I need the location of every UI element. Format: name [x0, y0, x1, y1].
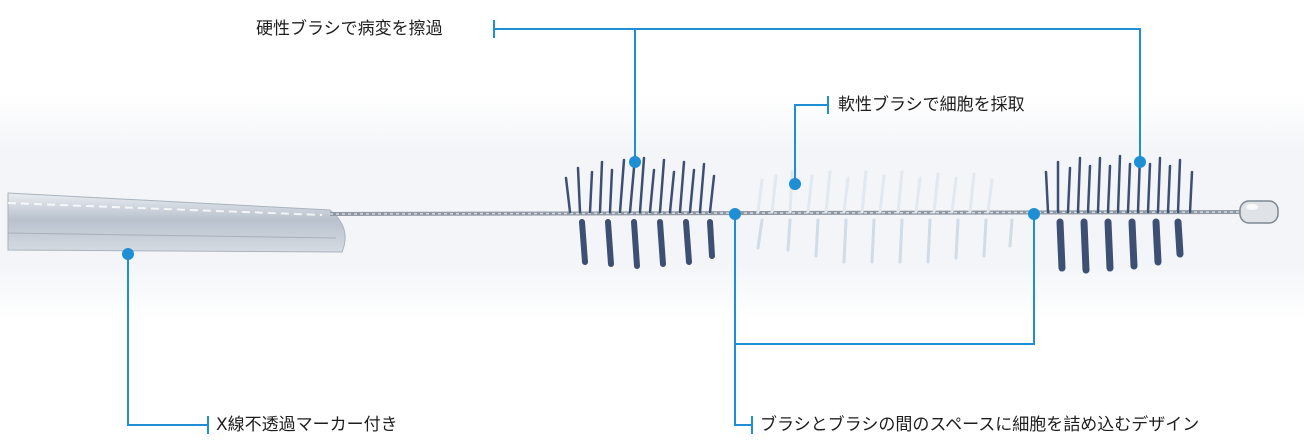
catheter-sheath: [7, 192, 346, 253]
leader-marker: [127, 254, 209, 434]
leader-hard-brush: [493, 20, 1141, 162]
marker-dot-hard-right: [1134, 156, 1146, 168]
marker-dot-gap-right: [1028, 208, 1040, 220]
leader-gap: [734, 214, 1035, 434]
marker-dot-hard-left: [629, 156, 641, 168]
marker-dot-gap-left: [729, 208, 741, 220]
label-hard-brush: 硬性ブラシで病変を擦過: [256, 19, 443, 39]
leader-soft-brush: [794, 96, 829, 184]
marker-dot-soft: [789, 178, 801, 190]
brush-wire: [329, 210, 1246, 216]
hard-brush-left: [564, 156, 716, 269]
label-gap-design: ブラシとブラシの間のスペースに細胞を詰め込むデザイン: [760, 415, 1200, 435]
label-soft-brush: 軟性ブラシで細胞を採取: [838, 95, 1025, 115]
hard-brush-right: [1044, 154, 1194, 274]
marker-dot-xray: [122, 248, 134, 260]
brush-tip: [1239, 200, 1279, 224]
soft-brush: [756, 170, 1014, 264]
label-xray-marker: X線不透過マーカー付き: [216, 415, 398, 435]
